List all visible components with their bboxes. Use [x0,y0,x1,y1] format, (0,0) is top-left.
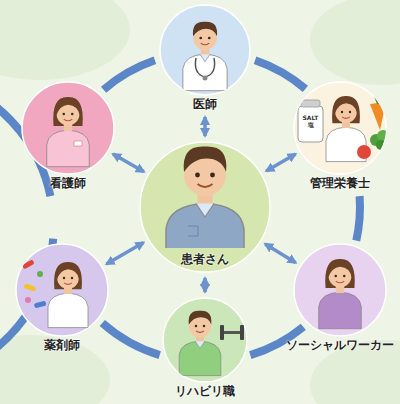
role-label: ソーシャルワーカー [286,338,394,353]
patient-circle: 患者さん [139,141,271,273]
role-circle: 看護師 [21,81,115,175]
role-circle: リハビリ職 [162,297,248,383]
circle-outline [293,243,387,337]
role-circle: 管理栄養士 [293,81,387,175]
ring-connector [255,60,305,89]
role-circle: 医師 [159,4,251,96]
spoke-arrow [265,244,296,263]
role-label: 管理栄養士 [310,176,370,191]
ring-connector [102,323,159,355]
bottle-label: SALT 塩 [299,114,322,128]
spoke-arrow [113,154,144,172]
role-label: リハビリ職 [175,384,235,399]
spoke-arrow [203,117,207,136]
role-circle: 薬剤師 [15,243,109,337]
ring-connector [104,60,155,89]
circle-outline [162,297,248,383]
circle-outline [21,81,115,175]
circle-outline [159,4,251,96]
role-label: 薬剤師 [44,338,80,353]
spoke-arrow [107,243,144,265]
circle-outline [293,81,387,175]
ring-connector [356,196,360,241]
role-circle: ソーシャルワーカー [293,243,387,337]
role-label: 医師 [193,97,217,112]
role-label: 看護師 [50,176,86,191]
circle-outline [15,243,109,337]
label-holder: SALT 塩 [299,114,322,128]
role-label: 患者さん [181,252,229,267]
spoke-arrow [203,278,207,292]
spoke-arrow [266,154,295,171]
